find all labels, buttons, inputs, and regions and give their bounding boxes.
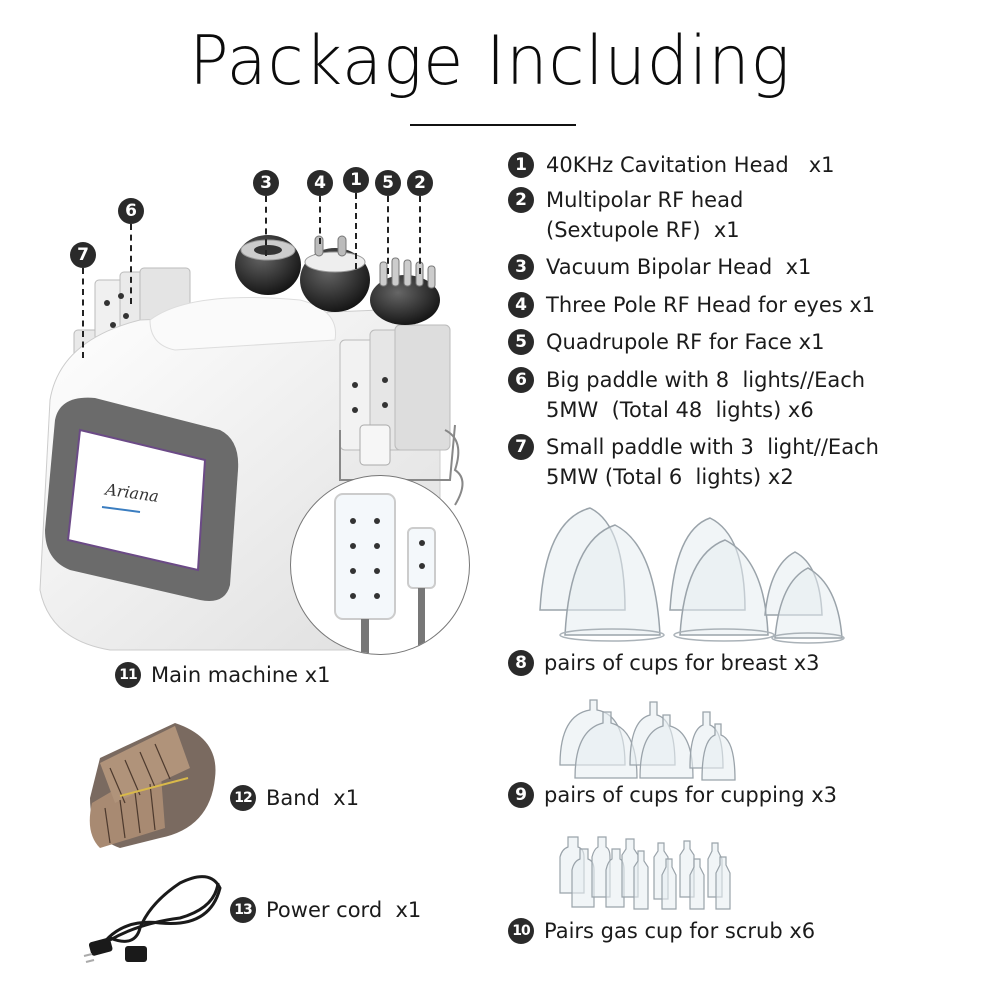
page-title: Package Including bbox=[189, 22, 791, 101]
spec-item-4: 4 Three Pole RF Head for eyes x1 bbox=[508, 290, 875, 320]
callout-6: 6 bbox=[118, 198, 144, 304]
number-badge: 10 bbox=[508, 918, 534, 944]
spec-text: pairs of cups for cupping x3 bbox=[544, 783, 838, 807]
number-badge: 9 bbox=[508, 782, 534, 808]
spec-text: Big paddle with 8 lights//Each 5MW (Tota… bbox=[546, 368, 866, 422]
spec-item-9: 9 pairs of cups for cupping x3 bbox=[508, 782, 837, 808]
spec-text: Multipolar RF head (Sextupole RF) x1 bbox=[546, 188, 744, 242]
number-badge: 12 bbox=[230, 785, 256, 811]
number-badge: 8 bbox=[508, 650, 534, 676]
callout-5: 5 bbox=[375, 170, 401, 274]
paddle-detail-icon bbox=[334, 493, 436, 654]
number-badge: 13 bbox=[230, 897, 256, 923]
spec-text: Three Pole RF Head for eyes x1 bbox=[546, 293, 876, 317]
spec-text: pairs of cups for breast x3 bbox=[544, 651, 820, 675]
number-badge: 4 bbox=[307, 170, 333, 196]
spec-item-5: 5 Quadrupole RF for Face x1 bbox=[508, 327, 824, 357]
spec-text: Pairs gas cup for scrub x6 bbox=[544, 919, 816, 943]
breast-cups-image bbox=[539, 507, 845, 644]
number-badge: 3 bbox=[508, 254, 534, 280]
spec-item-6: 6 Big paddle with 8 lights//Each 5MW (To… bbox=[508, 365, 865, 425]
spec-item-13: 13 Power cord x1 bbox=[230, 897, 421, 923]
number-badge: 2 bbox=[508, 187, 534, 213]
number-badge: 1 bbox=[508, 152, 534, 178]
number-badge: 1 bbox=[343, 167, 369, 193]
spec-item-3: 3 Vacuum Bipolar Head x1 bbox=[508, 252, 811, 282]
spec-text: Quadrupole RF for Face x1 bbox=[546, 330, 825, 354]
spec-item-11: 11 Main machine x1 bbox=[115, 662, 331, 688]
band-image bbox=[89, 723, 216, 848]
spec-item-2: 2 Multipolar RF head (Sextupole RF) x1 bbox=[508, 185, 743, 245]
callout-2: 2 bbox=[407, 170, 433, 274]
spec-text: Main machine x1 bbox=[151, 663, 331, 687]
number-badge: 11 bbox=[115, 662, 141, 688]
dashed-leader-line bbox=[387, 196, 389, 274]
number-badge: 6 bbox=[118, 198, 144, 224]
spec-item-10: 10 Pairs gas cup for scrub x6 bbox=[508, 918, 815, 944]
spec-text: 40KHz Cavitation Head x1 bbox=[546, 153, 835, 177]
number-badge: 2 bbox=[407, 170, 433, 196]
spec-text: Power cord x1 bbox=[266, 898, 422, 922]
spec-item-7: 7 Small paddle with 3 light//Each 5MW (T… bbox=[508, 432, 879, 492]
spec-item-12: 12 Band x1 bbox=[230, 785, 359, 811]
number-badge: 7 bbox=[70, 242, 96, 268]
callout-1: 1 bbox=[343, 167, 369, 269]
spec-text: Band x1 bbox=[266, 786, 360, 810]
power-cord-image bbox=[83, 875, 222, 963]
spec-item-1: 1 40KHz Cavitation Head x1 bbox=[508, 150, 835, 180]
number-badge: 5 bbox=[508, 329, 534, 355]
dashed-leader-line bbox=[355, 193, 357, 269]
callout-3: 3 bbox=[253, 170, 279, 256]
cupping-cups-image bbox=[559, 699, 736, 781]
number-badge: 5 bbox=[375, 170, 401, 196]
title-divider bbox=[410, 124, 576, 126]
spec-item-8: 8 pairs of cups for breast x3 bbox=[508, 650, 819, 676]
callout-7: 7 bbox=[70, 242, 96, 358]
number-badge: 4 bbox=[508, 292, 534, 318]
number-badge: 3 bbox=[253, 170, 279, 196]
scrub-gas-cups-image bbox=[559, 836, 731, 910]
number-badge: 7 bbox=[508, 434, 534, 460]
number-badge: 6 bbox=[508, 367, 534, 393]
dashed-leader-line bbox=[82, 268, 84, 358]
dashed-leader-line bbox=[419, 196, 421, 274]
spec-text: Vacuum Bipolar Head x1 bbox=[546, 255, 812, 279]
dashed-leader-line bbox=[130, 224, 132, 304]
callout-4: 4 bbox=[307, 170, 333, 244]
dashed-leader-line bbox=[265, 196, 267, 256]
paddle-detail-inset bbox=[290, 475, 470, 655]
spec-text: Small paddle with 3 light//Each 5MW (Tot… bbox=[546, 435, 879, 489]
dashed-leader-line bbox=[319, 196, 321, 244]
